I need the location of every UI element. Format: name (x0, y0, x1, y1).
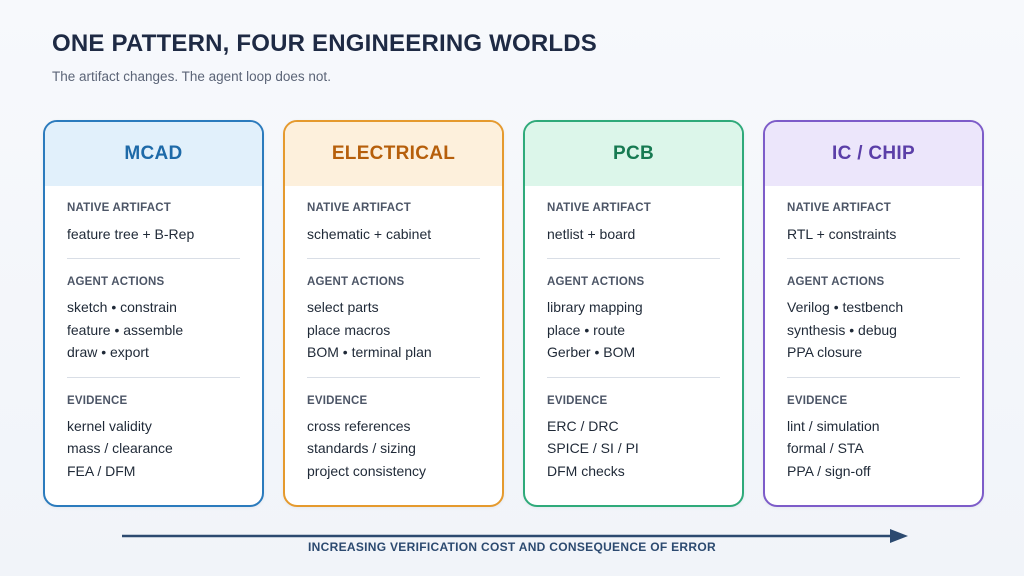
evidence-item: lint / simulation (787, 417, 880, 434)
page-title: ONE PATTERN, FOUR ENGINEERING WORLDS (52, 30, 597, 57)
evidence-item: SPICE / SI / PI (547, 440, 639, 456)
card-header: PCB (525, 122, 742, 186)
agent-action-item: Verilog • testbench (787, 299, 904, 315)
agent-action-item: place macros (307, 321, 391, 338)
evidence-item: kernel validity (67, 417, 152, 434)
native-artifact-value: RTL + constraints (787, 226, 897, 242)
evidence-label: EVIDENCE (307, 394, 368, 407)
divider (307, 258, 480, 259)
evidence-list: kernel validity mass / clearance FEA / D… (67, 415, 240, 483)
agent-actions-list: sketch • constrain feature • assemble dr… (67, 296, 240, 364)
progression-arrow (122, 529, 908, 543)
native-artifact-value: feature tree + B-Rep (67, 226, 195, 242)
native-artifact-value: netlist + board (547, 226, 636, 242)
evidence-item: mass / clearance (67, 440, 173, 456)
agent-action-item: Gerber • BOM (547, 344, 636, 360)
agent-actions-label: AGENT ACTIONS (787, 276, 885, 288)
divider (787, 376, 960, 378)
divider (547, 376, 720, 378)
card-header: MCAD (45, 122, 262, 186)
agent-action-item: library mapping (547, 299, 643, 315)
divider (547, 258, 720, 259)
divider (67, 376, 240, 378)
native-artifact-label: NATIVE ARTIFACT (547, 202, 651, 214)
evidence-item: formal / STA (787, 440, 864, 456)
native-artifact-value: schematic + cabinet (307, 226, 432, 242)
evidence-label: EVIDENCE (547, 394, 608, 407)
agent-actions-label: AGENT ACTIONS (307, 276, 405, 288)
card-header: IC / CHIP (765, 122, 982, 186)
evidence-item: standards / sizing (307, 440, 416, 456)
evidence-list: cross references standards / sizing proj… (307, 415, 480, 483)
card-title: PCB (612, 143, 654, 164)
card-electrical: ELECTRICAL NATIVE ARTIFACT schematic + c… (283, 120, 504, 507)
divider (787, 258, 960, 259)
agent-actions-list: Verilog • testbench synthesis • debug PP… (787, 296, 960, 364)
card-header: ELECTRICAL (285, 122, 502, 186)
agent-action-item: feature • assemble (67, 321, 184, 338)
evidence-item: PPA / sign-off (787, 462, 871, 479)
native-artifact-label: NATIVE ARTIFACT (787, 202, 891, 214)
agent-actions-label: AGENT ACTIONS (67, 276, 165, 288)
card-ic-chip: IC / CHIP NATIVE ARTIFACT RTL + constrai… (763, 120, 984, 507)
card-title: IC / CHIP (832, 143, 915, 164)
evidence-label: EVIDENCE (787, 394, 848, 407)
page-subtitle: The artifact changes. The agent loop doe… (52, 69, 331, 84)
agent-actions-list: select parts place macros BOM • terminal… (307, 296, 480, 364)
card-pcb: PCB NATIVE ARTIFACT netlist + board AGEN… (523, 120, 744, 507)
native-artifact-label: NATIVE ARTIFACT (67, 202, 171, 214)
agent-action-item: sketch • constrain (67, 299, 177, 315)
arrow-head (890, 529, 908, 543)
arrow-caption: INCREASING VERIFICATION COST AND CONSEQU… (308, 540, 716, 554)
evidence-item: project consistency (307, 462, 427, 479)
agent-action-item: PPA closure (787, 344, 863, 360)
agent-action-item: place • route (547, 321, 626, 338)
agent-actions-list: library mapping place • route Gerber • B… (547, 296, 720, 364)
agent-action-item: synthesis • debug (787, 321, 897, 338)
evidence-item: ERC / DRC (547, 417, 619, 434)
evidence-item: FEA / DFM (67, 462, 136, 479)
evidence-list: ERC / DRC SPICE / SI / PI DFM checks (547, 415, 720, 483)
divider (67, 258, 240, 259)
card-title: MCAD (124, 143, 183, 164)
agent-actions-label: AGENT ACTIONS (547, 276, 645, 288)
card-mcad: MCAD NATIVE ARTIFACT feature tree + B-Re… (43, 120, 264, 507)
agent-action-item: BOM • terminal plan (307, 344, 432, 360)
evidence-label: EVIDENCE (67, 394, 128, 407)
evidence-list: lint / simulation formal / STA PPA / sig… (787, 415, 960, 483)
card-title: ELECTRICAL (331, 143, 456, 164)
evidence-item: DFM checks (547, 462, 625, 479)
native-artifact-label: NATIVE ARTIFACT (307, 202, 411, 214)
agent-action-item: draw • export (67, 344, 149, 360)
divider (307, 376, 480, 378)
agent-action-item: select parts (307, 299, 379, 315)
evidence-item: cross references (307, 417, 411, 434)
